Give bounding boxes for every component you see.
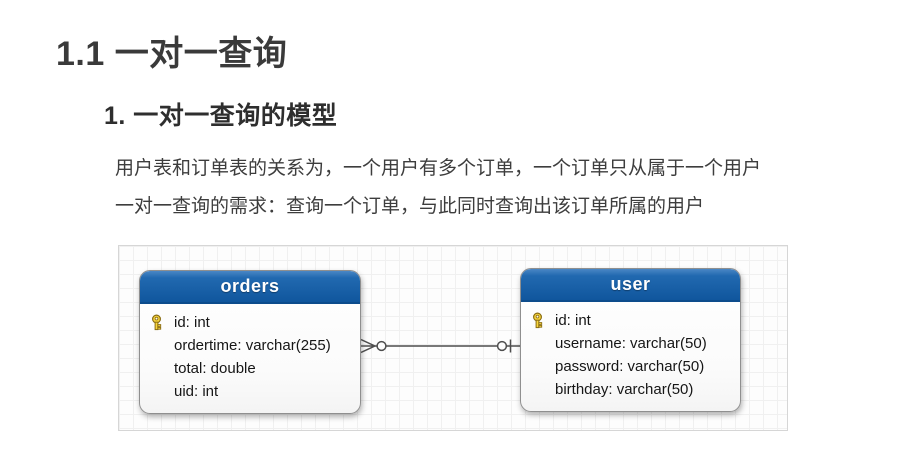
er-field-row: ordertime: varchar(255) — [146, 334, 352, 357]
er-field-row: total: double — [146, 357, 352, 380]
primary-key-icon — [148, 314, 165, 331]
er-field-text: username: varchar(50) — [555, 335, 707, 352]
description-paragraph: 用户表和订单表的关系为，一个用户有多个订单，一个订单只从属于一个用户 一对一查询… — [115, 150, 835, 226]
paragraph-line: 一对一查询的需求：查询一个订单，与此同时查询出该订单所属的用户 — [115, 196, 705, 217]
er-field-row: id: int — [527, 309, 732, 332]
er-table-header: user — [521, 269, 740, 302]
er-field-text: ordertime: varchar(255) — [174, 337, 331, 354]
er-field-text: birthday: varchar(50) — [555, 381, 694, 398]
er-field-text: id: int — [174, 314, 210, 331]
er-field-row: id: int — [146, 311, 352, 334]
er-field-text: uid: int — [174, 383, 219, 400]
one-marker — [496, 339, 512, 353]
section-subtitle: 1. 一对一查询的模型 — [104, 102, 338, 130]
er-field-text: password: varchar(50) — [555, 358, 705, 375]
primary-key-icon — [529, 312, 546, 329]
er-table-orders: orders id: int o — [139, 270, 361, 414]
er-table-title: user — [610, 274, 651, 294]
er-field-text: total: double — [174, 360, 256, 377]
er-field-text: id: int — [555, 312, 591, 329]
er-field-row: username: varchar(50) — [527, 332, 732, 355]
er-table-title: orders — [220, 276, 280, 296]
er-table-header: orders — [140, 271, 360, 304]
paragraph-line: 用户表和订单表的关系为，一个用户有多个订单，一个订单只从属于一个用户 — [115, 158, 762, 179]
relationship-connector — [361, 338, 520, 354]
er-field-row: password: varchar(50) — [527, 355, 732, 378]
er-table-fields: id: int ordertime: varchar(255) total: d… — [140, 304, 360, 413]
er-field-row: birthday: varchar(50) — [527, 378, 732, 401]
er-table-user: user id: int use — [520, 268, 741, 412]
crows-foot-many-marker — [361, 338, 387, 354]
er-field-row: uid: int — [146, 380, 352, 403]
er-table-fields: id: int username: varchar(50) password: … — [521, 302, 740, 411]
er-diagram-panel: orders id: int o — [118, 245, 788, 431]
page-title: 1.1 一对一查询 — [56, 35, 288, 73]
